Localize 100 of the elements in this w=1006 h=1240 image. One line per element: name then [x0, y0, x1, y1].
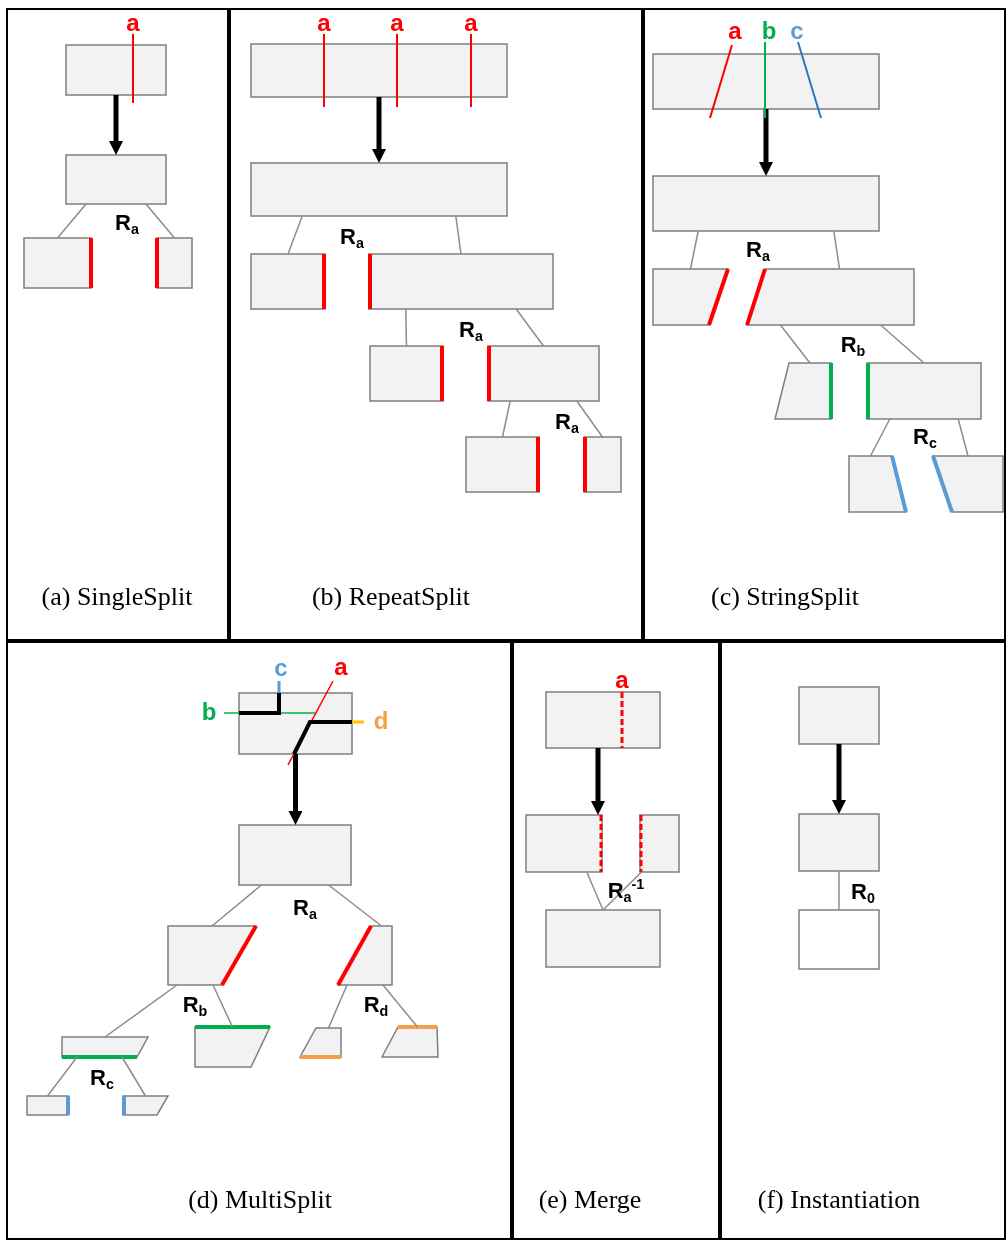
rectangle-block: [797, 908, 881, 971]
panel: [6, 641, 512, 1240]
rectangle-block: [25, 1094, 70, 1117]
trapezoid-block: [651, 267, 730, 327]
connector-line: [46, 1056, 78, 1097]
connector-line: [327, 884, 383, 927]
rule-label: R$_{a}$: [746, 238, 770, 264]
connector-line: [455, 215, 462, 255]
connector-line: [121, 1056, 147, 1097]
cut-letter: a: [464, 11, 478, 35]
trapezoid-block: [336, 924, 394, 987]
rectangle-block: [651, 52, 881, 111]
cut-letter: a: [126, 11, 140, 35]
cut-letter: c: [274, 656, 288, 680]
rectangle-block: [544, 908, 662, 969]
rule-label: R$_{b}$: [840, 333, 866, 359]
rule-label: R$_{c}$: [913, 425, 937, 451]
rectangle-block: [64, 43, 168, 97]
rule-label: R$_{0}$: [851, 880, 875, 906]
rectangle-block: [155, 236, 194, 290]
connector-line: [576, 400, 604, 438]
connector-line: [56, 203, 87, 239]
cut-letter: a: [390, 11, 404, 35]
rectangle-block: [486, 344, 601, 403]
rule-label: R$_{d}$: [363, 993, 389, 1019]
rectangle-block: [249, 161, 509, 218]
connector-line: [212, 984, 234, 1028]
connector-line: [869, 418, 891, 457]
connector-line: [287, 215, 303, 255]
rectangle-block: [797, 812, 881, 873]
arrow: [109, 95, 123, 155]
cut-letter: a: [334, 655, 348, 679]
panel-caption: (a) SingleSplit: [41, 582, 193, 612]
panel: [720, 641, 1006, 1240]
cut-letter: b: [761, 19, 777, 43]
connector-line: [689, 230, 699, 270]
rectangle-block: [367, 252, 555, 311]
trapezoid-block: [121, 1094, 170, 1117]
connector-line: [957, 418, 969, 457]
rule-label: R$_{b}$: [182, 993, 208, 1019]
rule-label: R$_{a}$: [340, 225, 364, 251]
connector-line: [211, 884, 263, 927]
connector-line: [327, 984, 348, 1029]
rule-label: R$_{a}$: [459, 318, 483, 344]
trapezoid-block: [931, 454, 1005, 514]
rectangle-block: [582, 435, 623, 494]
rectangle-block: [524, 813, 604, 874]
rectangle-block: [651, 174, 881, 233]
panel: [6, 8, 229, 641]
rectangle-block: [22, 236, 93, 290]
cut-letter: c: [790, 19, 804, 43]
rectangle-block: [237, 823, 353, 887]
connector-line: [838, 870, 840, 911]
trapezoid-block: [773, 361, 833, 421]
connector-line: [586, 871, 604, 911]
rule-label: R$_{a}$: [555, 410, 579, 436]
rule-label: R$_{c}$: [90, 1066, 114, 1092]
rectangle-block: [249, 42, 509, 99]
rectangle-block: [797, 685, 881, 746]
panel-caption: (e) Merge: [538, 1185, 642, 1215]
trapezoid-block: [60, 1035, 150, 1059]
rectangle-block: [64, 153, 168, 206]
connector-line: [515, 308, 545, 347]
cut-letter: a: [317, 11, 331, 35]
connector-line: [405, 308, 408, 347]
panel-caption: (f) Instantiation: [757, 1185, 921, 1215]
panel-caption: (b) RepeatSplit: [311, 582, 471, 612]
trapezoid-block: [847, 454, 908, 514]
panel: [643, 8, 1006, 641]
rectangle-block: [249, 252, 327, 311]
connector-line: [879, 324, 925, 364]
trapezoid-block: [166, 924, 258, 987]
trapezoid-block: [380, 1025, 440, 1059]
connector-line: [104, 984, 178, 1038]
cut-letter: a: [615, 668, 629, 692]
panel: [229, 8, 643, 641]
cut-letter: a: [728, 19, 742, 43]
rectangle-block: [865, 361, 983, 421]
rectangle-block: [544, 690, 662, 750]
rule-label: R$_{a}$: [293, 896, 317, 922]
trapezoid-block: [745, 267, 916, 327]
rectangle-block: [638, 813, 681, 874]
panel: [512, 641, 720, 1240]
connector-line: [779, 324, 811, 364]
arrow: [832, 744, 846, 814]
trapezoid-block: [298, 1026, 343, 1059]
connector-line: [602, 871, 643, 911]
panel-caption: (c) StringSplit: [710, 582, 860, 612]
arrow: [288, 754, 303, 825]
cut-letter: b: [201, 700, 217, 724]
rectangle-block: [237, 691, 354, 756]
rectangle-block: [464, 435, 541, 494]
connector-line: [382, 984, 419, 1028]
panel-caption: (d) MultiSplit: [188, 1185, 332, 1215]
rule-label: R$_{a}$: [115, 211, 139, 237]
arrow: [759, 109, 773, 176]
connector-line: [501, 400, 511, 438]
cut-letter: d: [373, 709, 389, 733]
arrow: [372, 97, 386, 163]
arrow: [591, 748, 605, 815]
